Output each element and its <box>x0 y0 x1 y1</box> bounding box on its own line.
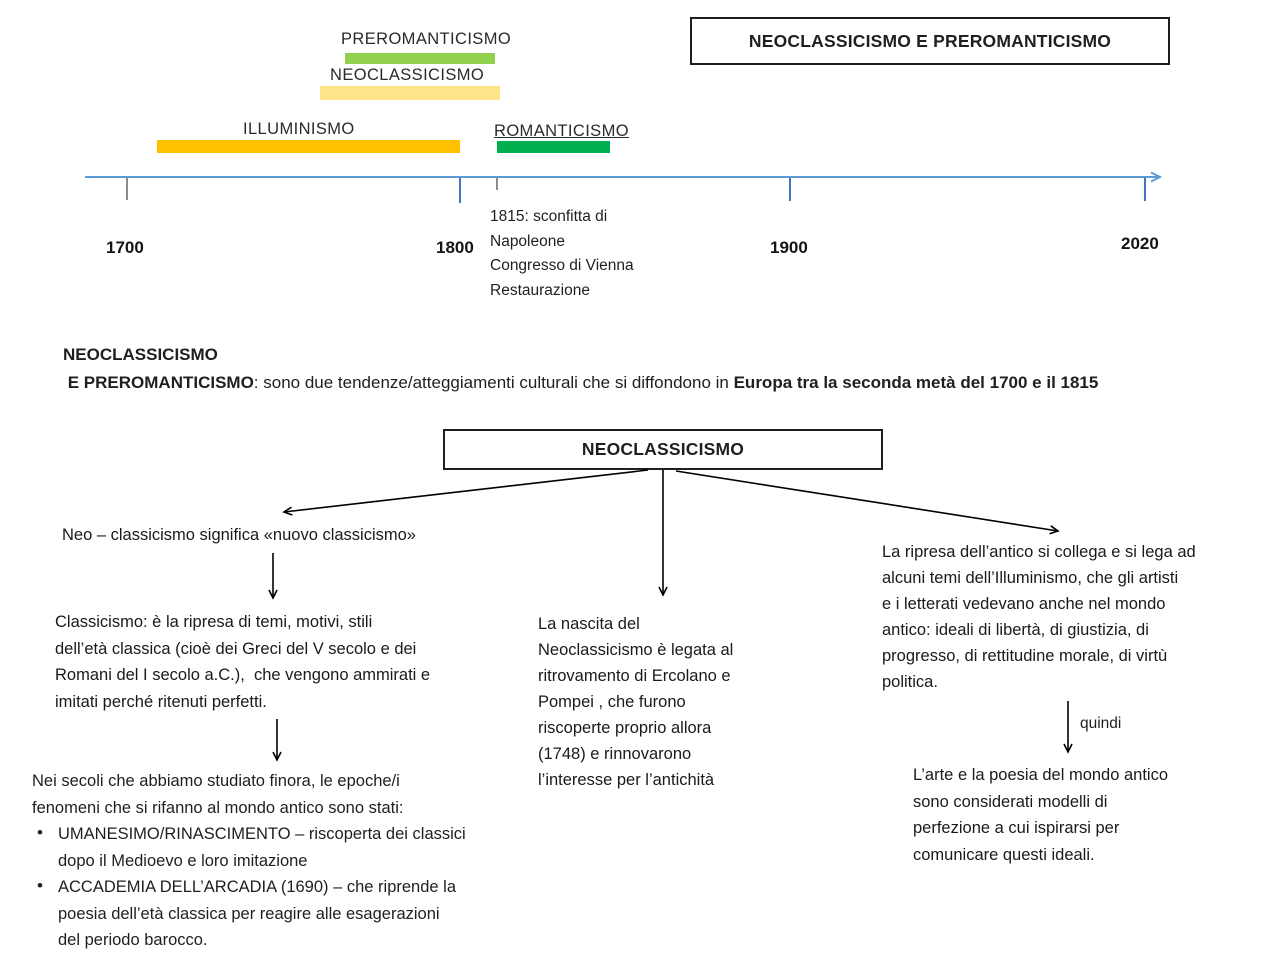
arrow-root-to-left <box>282 469 649 516</box>
year-label-2020: 2020 <box>1121 234 1159 253</box>
bullet-umanesimo: UMANESIMO/RINASCIMENTO – riscoperta dei … <box>32 820 557 874</box>
label-quindi: quindi <box>1080 715 1122 732</box>
era-bar-illuminismo <box>157 140 460 153</box>
era-bar-neoclassicismo <box>320 86 500 100</box>
text-nascita: La nascita del Neoclassicismo è legata a… <box>538 615 734 789</box>
intro-bold-line1: NEOCLASSICISMO <box>63 345 218 364</box>
era-label-preromanticismo: PREROMANTICISMO <box>341 30 512 48</box>
intro-regular-mid: : sono due tendenze/atteggiamenti cultur… <box>253 373 734 392</box>
text-classicismo: Classicismo: è la ripresa di temi, motiv… <box>55 613 431 711</box>
era-bar-preromanticismo <box>345 53 495 64</box>
intro-paragraph: NEOCLASSICISMO E PREROMANTICISMO: sono d… <box>63 341 1253 397</box>
text-ripresa: La ripresa dell’antico si collega e si l… <box>882 543 1196 691</box>
era-label-romanticismo: ROMANTICISMO <box>494 122 629 140</box>
concept-root-label: NEOCLASSICISMO <box>581 439 745 459</box>
history-bullet-list: UMANESIMO/RINASCIMENTO – riscoperta dei … <box>32 820 557 954</box>
page-title-box: NEOCLASSICISMO E PREROMANTICISMO <box>690 17 1170 65</box>
bullet-arcadia: ACCADEMIA DELL’ARCADIA (1690) – che ripr… <box>32 873 557 954</box>
text-arte: L’arte e la poesia del mondo antico sono… <box>913 766 1169 864</box>
axis-major-ticks <box>459 178 1146 203</box>
axis-minor-ticks <box>126 178 498 200</box>
text-neo-definition: Neo – classicismo significa «nuovo class… <box>62 526 416 544</box>
event-note-1815: 1815: sconfitta di Napoleone Congresso d… <box>490 208 634 299</box>
intro-bold-start: E PREROMANTICISMO <box>63 373 254 392</box>
year-label-1700: 1700 <box>106 238 144 257</box>
concept-root-box: NEOCLASSICISMO <box>443 429 883 470</box>
intro-bold-end: Europa tra la seconda metà del 1700 e il… <box>733 373 1099 392</box>
year-label-1800: 1800 <box>436 238 474 257</box>
page-title: NEOCLASSICISMO E PREROMANTICISMO <box>748 30 1112 51</box>
year-label-1900: 1900 <box>770 238 808 257</box>
arrow-root-to-right <box>675 470 1060 535</box>
era-bar-romanticismo <box>497 141 610 153</box>
text-history-block: Nei secoli che abbiamo studiato finora, … <box>32 768 557 954</box>
text-history-intro: Nei secoli che abbiamo studiato finora, … <box>32 772 404 817</box>
era-label-neoclassicismo: NEOCLASSICISMO <box>330 66 485 84</box>
era-label-illuminismo: ILLUMINISMO <box>243 120 355 138</box>
